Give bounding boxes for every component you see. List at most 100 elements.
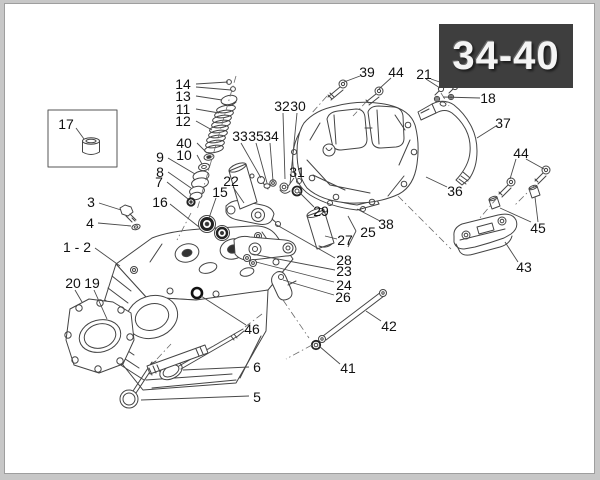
part-number-label: 20 (65, 275, 81, 291)
leader-line (74, 289, 83, 303)
axis-line (244, 313, 263, 328)
part-number-label: 39 (359, 64, 375, 80)
leader-line (200, 295, 247, 326)
part-number-label: 38 (378, 216, 394, 232)
part-number-label: 40 (176, 135, 192, 151)
part-number-label: 30 (290, 98, 306, 114)
part-number-label: 8 (156, 164, 164, 180)
leader-line (269, 142, 274, 182)
part-number-label: 33 (232, 128, 248, 144)
o-ring (190, 286, 204, 300)
leader-line (251, 253, 336, 271)
axis-line (176, 212, 192, 241)
fastener-cluster (249, 173, 303, 197)
leader-line (98, 202, 122, 211)
part-number-label: 17 (58, 116, 74, 132)
leader-line (499, 207, 532, 223)
part-number-label: 10 (176, 147, 192, 163)
page-number-badge: 34-40 (439, 24, 573, 88)
leader-line (140, 395, 250, 401)
part-number-label: 37 (495, 115, 511, 131)
leader-line (425, 176, 448, 188)
part-number-label: 32 (274, 98, 290, 114)
part-number-label: 13 (175, 88, 191, 104)
leader-line (166, 181, 189, 200)
part-number-label: 18 (480, 90, 496, 106)
leader-line (196, 142, 208, 154)
part-number-label: 22 (223, 173, 239, 189)
leader-line (442, 96, 481, 99)
part-number-label: 34 (263, 128, 279, 144)
leader-lines (74, 75, 545, 401)
axis-line (440, 92, 450, 107)
pushrod-tubes (228, 162, 335, 250)
leader-line (255, 142, 268, 184)
axis-line (478, 197, 498, 220)
leader-line (195, 120, 213, 131)
part-number-label: 25 (360, 224, 376, 240)
leader-line (274, 223, 336, 259)
leader-line (365, 310, 382, 322)
leader-line (286, 177, 295, 189)
leader-line (167, 171, 192, 189)
part-number-label: 21 (416, 66, 432, 82)
side-bolts (488, 165, 551, 210)
part-number-label: 44 (513, 145, 529, 161)
leader-line (182, 366, 250, 371)
leader-line (195, 95, 223, 101)
leader-line (509, 158, 517, 180)
part-number-label: 1 - 2 (63, 239, 91, 255)
axis-line (285, 344, 313, 360)
rocker-assembly (198, 200, 297, 301)
head-gasket (64, 298, 135, 374)
part-number-label: 14 (175, 76, 191, 92)
part-number-label: 16 (152, 194, 168, 210)
axis-line (156, 343, 172, 360)
leader-line (97, 222, 132, 227)
part-number-label: 27 (337, 232, 353, 248)
leader-line (476, 125, 497, 139)
part-number-label: 29 (313, 203, 329, 219)
part-number-label: 28 (336, 252, 352, 268)
part-number-label: 7 (155, 174, 163, 190)
axis-line (196, 75, 237, 211)
leader-line (343, 75, 361, 83)
leader-line (195, 108, 220, 114)
axis-line (397, 195, 452, 250)
leader-line (195, 86, 232, 91)
part-number-label: 4 (86, 215, 94, 231)
axis-line (513, 185, 535, 207)
leader-line (324, 235, 338, 240)
leader-line (255, 261, 335, 283)
axis-line (205, 336, 230, 351)
part-number-label: 46 (244, 321, 260, 337)
part-number-label: 45 (530, 220, 546, 236)
part-number-label: 19 (84, 275, 100, 291)
pushrod-and-nut (310, 289, 387, 351)
part-number-label: 11 (176, 101, 191, 117)
leader-line (282, 279, 335, 296)
axis-lines (156, 75, 535, 360)
leader-line (504, 241, 519, 263)
leader-line (169, 203, 200, 228)
leader-line (282, 112, 286, 180)
part-number-label: 3 (87, 194, 95, 210)
leader-line (318, 345, 341, 365)
leader-line (240, 142, 262, 179)
leader-line (534, 196, 539, 223)
leader-line (75, 127, 85, 140)
cylinder-stud (146, 344, 209, 376)
part-number-label: 31 (289, 164, 305, 180)
axis-line (282, 299, 310, 339)
axis-line (310, 95, 328, 115)
leader-line (378, 77, 392, 90)
leader-line (347, 215, 357, 232)
leader-line (298, 191, 315, 208)
part-number-label: 43 (516, 259, 532, 275)
page-number-text: 34-40 (452, 33, 560, 78)
support-bracket (417, 100, 478, 186)
leader-line (525, 158, 545, 170)
